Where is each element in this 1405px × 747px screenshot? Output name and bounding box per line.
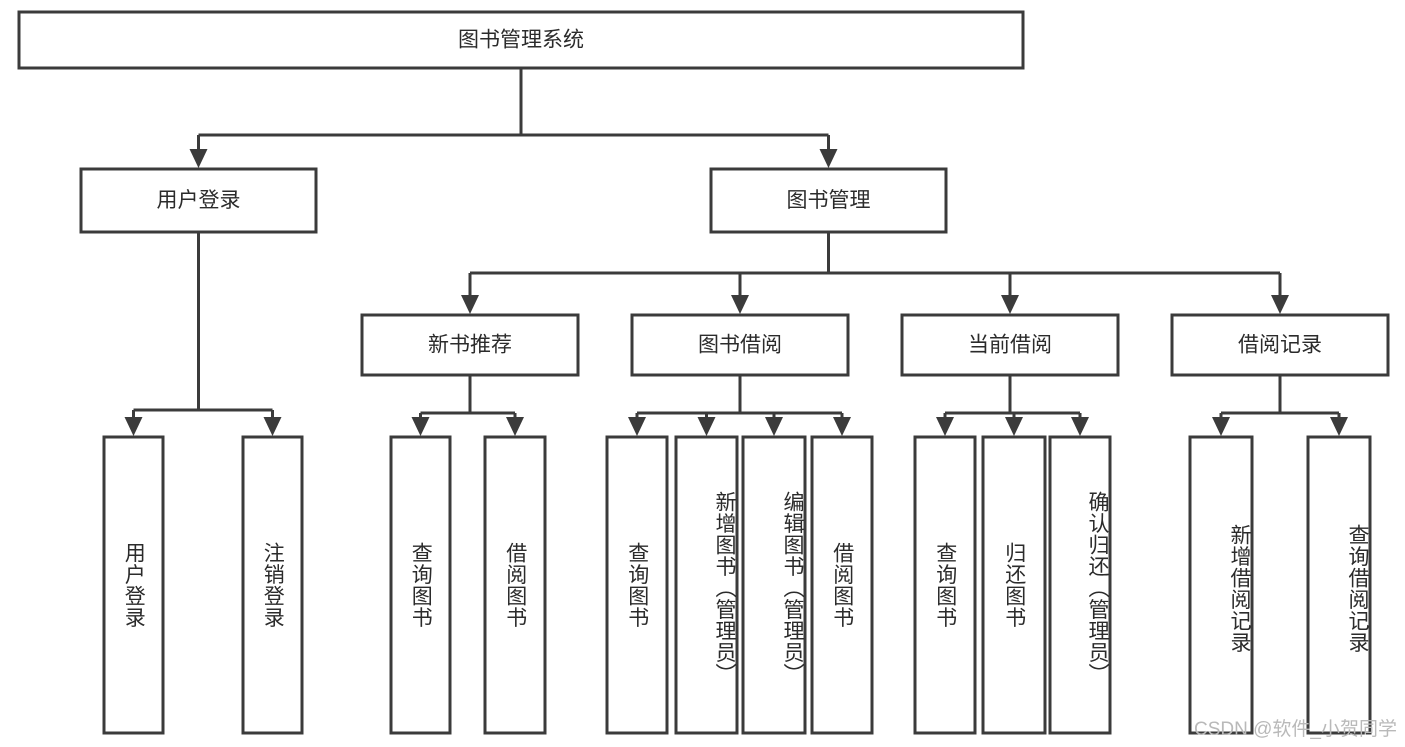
arrow-head-icon [833, 417, 851, 436]
node-l3-3-box [1170, 313, 1390, 377]
node-l3-0-label: 新书推荐 [428, 334, 512, 357]
node-leaf-8-label: 查询图书 [933, 542, 957, 628]
node-leaf-3-label-wrap: 借阅图书 [503, 542, 527, 628]
node-leaf-6-label-wrap: 编辑图书（管理员） [781, 491, 804, 685]
node-leaf-3[interactable]: 借阅图书 [483, 435, 547, 735]
node-leaf-4-label-wrap: 查询图书 [625, 542, 649, 628]
node-leaf-4-box [605, 435, 669, 735]
node-leaf-8[interactable]: 查询图书 [913, 435, 977, 735]
arrow-head-icon [1005, 417, 1023, 436]
node-l3-2[interactable]: 当前借阅 [900, 313, 1120, 377]
arrow-head-icon [936, 417, 954, 436]
node-l2-0[interactable]: 用户登录 [79, 167, 318, 234]
node-leaf-1-label-wrap: 注销登录 [261, 542, 285, 628]
arrow-head-icon [697, 417, 716, 436]
node-l3-1-label: 图书借阅 [698, 334, 782, 357]
node-leaf-4[interactable]: 查询图书 [605, 435, 669, 735]
node-l2-0-box [79, 167, 318, 234]
arrow-head-icon [1001, 295, 1019, 314]
node-leaf-2-label: 查询图书 [409, 542, 433, 628]
arrow-head-icon [1071, 417, 1089, 436]
node-leaf-11-label: 新增借阅记录 [1228, 523, 1251, 653]
node-leaf-0-box [102, 435, 165, 735]
node-leaf-3-box [483, 435, 547, 735]
node-root-system[interactable]: 图书管理系统 [17, 10, 1025, 70]
node-root-system-box [17, 10, 1025, 70]
node-l2-1[interactable]: 图书管理 [709, 167, 948, 234]
node-l3-2-box [900, 313, 1120, 377]
node-leaf-9-label-wrap: 归还图书 [1002, 542, 1026, 628]
node-leaf-6[interactable]: 编辑图书（管理员） [741, 435, 807, 735]
node-leaf-12-label: 查询借阅记录 [1346, 523, 1369, 653]
connector-layer [124, 68, 1348, 436]
node-l2-1-box [709, 167, 948, 234]
node-leaf-7-box [810, 435, 874, 735]
node-leaf-2-box [389, 435, 452, 735]
node-l3-2-label: 当前借阅 [968, 334, 1052, 357]
node-leaf-5-label: 新增图书（管理员） [713, 491, 736, 685]
arrow-head-icon [189, 149, 208, 168]
arrow-head-icon [461, 295, 479, 314]
node-leaf-1-label: 注销登录 [261, 542, 285, 628]
node-leaf-11-label-wrap: 新增借阅记录 [1228, 523, 1251, 653]
node-leaf-5-label-wrap: 新增图书（管理员） [713, 491, 736, 685]
node-leaf-8-label-wrap: 查询图书 [933, 542, 957, 628]
arrow-head-icon [411, 417, 430, 436]
node-l2-1-label: 图书管理 [787, 189, 871, 212]
node-leaf-11-box [1188, 435, 1254, 735]
node-leaf-11[interactable]: 新增借阅记录 [1188, 435, 1254, 735]
node-leaf-8-box [913, 435, 977, 735]
node-l3-0[interactable]: 新书推荐 [360, 313, 580, 377]
node-leaf-3-label: 借阅图书 [503, 542, 527, 628]
arrow-head-icon [506, 417, 524, 436]
node-leaf-1[interactable]: 注销登录 [241, 435, 304, 735]
node-leaf-2[interactable]: 查询图书 [389, 435, 452, 735]
arrow-head-icon [628, 417, 646, 436]
node-leaf-10-label: 确认归还（管理员） [1086, 491, 1109, 685]
node-root-system-label: 图书管理系统 [458, 29, 584, 52]
node-leaf-9-box [981, 435, 1047, 735]
node-leaf-12[interactable]: 查询借阅记录 [1306, 435, 1372, 735]
node-leaf-10-box [1048, 435, 1112, 735]
node-leaf-12-label-wrap: 查询借阅记录 [1346, 523, 1369, 653]
node-l3-1[interactable]: 图书借阅 [630, 313, 850, 377]
node-leaf-2-label-wrap: 查询图书 [409, 542, 433, 628]
node-leaf-6-label: 编辑图书（管理员） [781, 491, 804, 685]
arrow-head-icon [819, 149, 838, 168]
node-leaf-6-box [741, 435, 807, 735]
node-leaf-4-label: 查询图书 [625, 542, 649, 628]
node-l3-3[interactable]: 借阅记录 [1170, 313, 1390, 377]
node-leaf-7-label-wrap: 借阅图书 [830, 542, 854, 628]
arrow-head-icon [263, 417, 282, 436]
arrow-head-icon [1330, 417, 1348, 436]
arrow-head-icon [765, 417, 783, 436]
node-leaf-10[interactable]: 确认归还（管理员） [1048, 435, 1112, 735]
node-layer: 图书管理系统用户登录图书管理新书推荐图书借阅当前借阅借阅记录用户登录注销登录查询… [17, 10, 1390, 735]
node-leaf-7[interactable]: 借阅图书 [810, 435, 874, 735]
node-leaf-7-label: 借阅图书 [830, 542, 854, 628]
node-leaf-5[interactable]: 新增图书（管理员） [674, 435, 739, 735]
node-leaf-12-box [1306, 435, 1372, 735]
arrow-head-icon [124, 417, 143, 436]
node-leaf-10-label-wrap: 确认归还（管理员） [1086, 491, 1109, 685]
arrow-head-icon [731, 295, 749, 314]
node-leaf-9[interactable]: 归还图书 [981, 435, 1047, 735]
node-l3-3-label: 借阅记录 [1238, 334, 1322, 357]
arrow-head-icon [1271, 295, 1289, 314]
node-leaf-0-label: 用户登录 [122, 542, 146, 628]
node-l3-0-box [360, 313, 580, 377]
node-l2-0-label: 用户登录 [157, 189, 241, 212]
node-leaf-9-label: 归还图书 [1002, 542, 1026, 628]
node-leaf-5-box [674, 435, 739, 735]
arrow-head-icon [1212, 417, 1230, 436]
node-leaf-1-box [241, 435, 304, 735]
node-leaf-0-label-wrap: 用户登录 [122, 542, 146, 628]
node-l3-1-box [630, 313, 850, 377]
node-leaf-0[interactable]: 用户登录 [102, 435, 165, 735]
